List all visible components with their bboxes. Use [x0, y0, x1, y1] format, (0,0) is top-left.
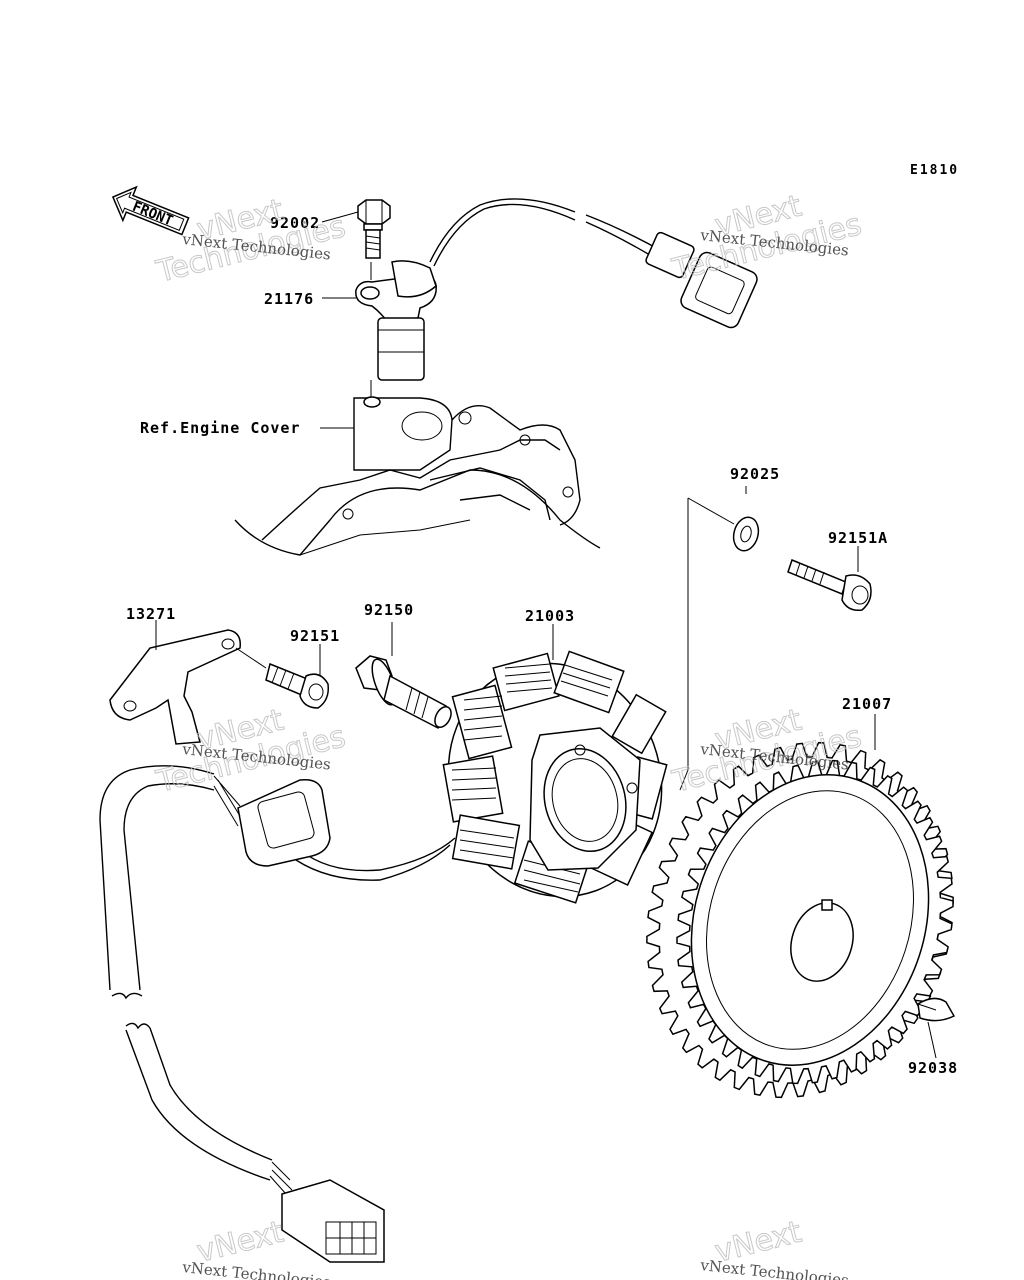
label-21176: 21176 — [264, 290, 314, 308]
stator-wire-harness — [99, 765, 456, 1263]
diagram-code: E1810 — [910, 163, 959, 178]
label-92150: 92150 — [364, 601, 414, 619]
svg-text:vNext Technologies: vNext Technologies — [699, 1256, 850, 1280]
bolt-92151a — [787, 559, 872, 612]
svg-text:vNext Technologies: vNext Technologies — [181, 1258, 332, 1280]
label-13271: 13271 — [126, 605, 176, 623]
bracket-13271 — [109, 629, 241, 745]
label-92025: 92025 — [730, 465, 780, 483]
label-21003: 21003 — [525, 607, 575, 625]
engine-cover-reference — [234, 396, 601, 556]
label-21007: 21007 — [842, 695, 892, 713]
label-92151: 92151 — [290, 627, 340, 645]
bolt-92150 — [355, 655, 452, 730]
reference-label: Ref.Engine Cover — [140, 419, 301, 437]
stator-21003 — [442, 650, 668, 904]
label-92151a: 92151A — [828, 529, 888, 547]
bolt-92002 — [357, 199, 391, 259]
label-92002: 92002 — [270, 214, 320, 232]
key-92038 — [917, 997, 956, 1022]
watermark-2: vNext Technologies vNext Technologies — [668, 188, 865, 288]
flywheel-21007 — [646, 741, 954, 1099]
watermark-1: vNext Technologies vNext Technologies — [152, 192, 349, 290]
crank-sensor-21176 — [355, 198, 758, 381]
front-arrow-icon: FRONT — [111, 185, 190, 236]
washer-92025 — [732, 516, 760, 552]
bolt-92151 — [265, 662, 330, 709]
label-92038: 92038 — [908, 1059, 958, 1077]
watermark-6: vNext vNext Technologies — [699, 1214, 850, 1280]
